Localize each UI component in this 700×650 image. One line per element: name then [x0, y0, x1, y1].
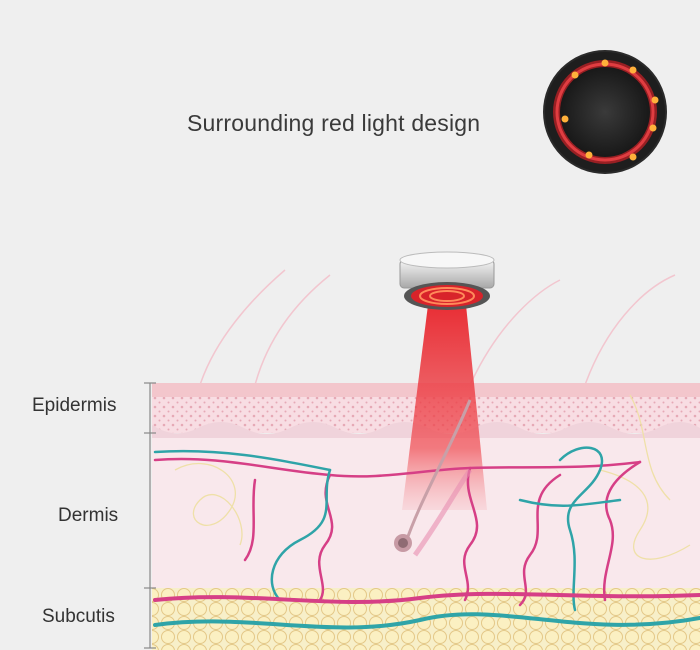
hair-follicle-icon: [394, 399, 473, 557]
layer-bracket: [144, 382, 156, 649]
label-subcutis: Subcutis: [42, 606, 115, 627]
label-epidermis: Epidermis: [32, 395, 117, 416]
collagen-fibers: [174, 394, 691, 560]
hair-strands: [199, 269, 676, 386]
device-head: [399, 251, 495, 310]
red-light-beam-icon: [402, 305, 487, 510]
page-title: Surrounding red light design: [187, 110, 481, 136]
label-dermis: Dermis: [58, 505, 119, 526]
device-lens-icon: [543, 50, 667, 174]
blood-vessels: [153, 446, 700, 630]
